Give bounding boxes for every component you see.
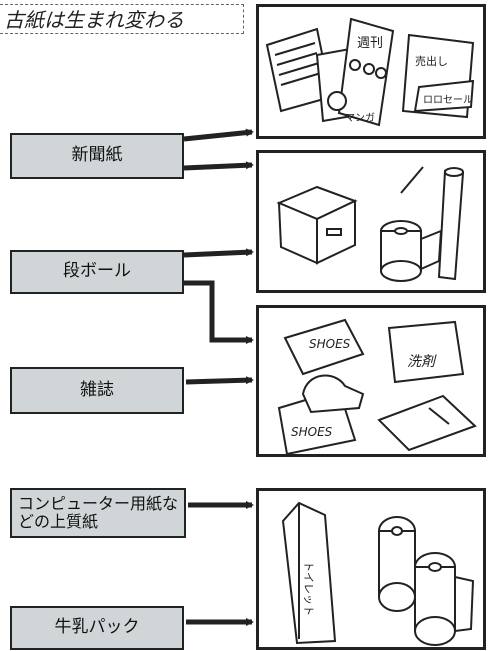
text-sale-small: ロロセール xyxy=(423,94,473,106)
toilet-paper-illustration: トイレット xyxy=(281,501,475,646)
shoe-boxes-illustration: SHOES SHOES 洗剤 xyxy=(277,318,477,456)
source-quality-paper: コンピューター用紙などの上質紙 xyxy=(10,488,186,538)
product-panel-toilet-paper: トイレット xyxy=(256,488,486,650)
text-manga: マンガ xyxy=(345,112,375,124)
text-detergent: 洗剤 xyxy=(407,354,437,370)
source-newspaper: 新聞紙 xyxy=(10,133,184,179)
source-cardboard: 段ボール xyxy=(10,250,184,294)
arrow-newspaper-to-panel-1 xyxy=(183,128,254,142)
product-panel-printed-paper: 週刊 マンガ 売出し ロロセール xyxy=(256,4,486,139)
cardboard-and-toilet-roll-illustration xyxy=(276,166,465,282)
text-toilet: トイレット xyxy=(302,561,315,616)
text-weekly: 週刊 xyxy=(357,36,383,51)
arrow-newspaper-to-panel-2 xyxy=(183,161,254,171)
text-shoes-bottom: SHOES xyxy=(291,425,333,439)
text-sale: 売出し xyxy=(415,54,448,68)
arrow-magazine-to-panel-3 xyxy=(185,376,254,385)
text-shoes-top: SHOES xyxy=(309,337,351,351)
product-panel-boxes: SHOES SHOES 洗剤 xyxy=(256,305,486,457)
product-panel-cardboard xyxy=(256,150,486,293)
diagram-title: 古紙は生まれ変わる xyxy=(0,4,244,34)
source-milk-carton: 牛乳パック xyxy=(10,606,184,650)
arrow-cardboard-to-panel-3 xyxy=(184,280,254,344)
printed-paper-illustration: 週刊 マンガ 売出し ロロセール xyxy=(265,17,475,127)
arrow-cardboard-to-panel-2 xyxy=(183,248,254,258)
source-magazine: 雑誌 xyxy=(10,367,184,414)
